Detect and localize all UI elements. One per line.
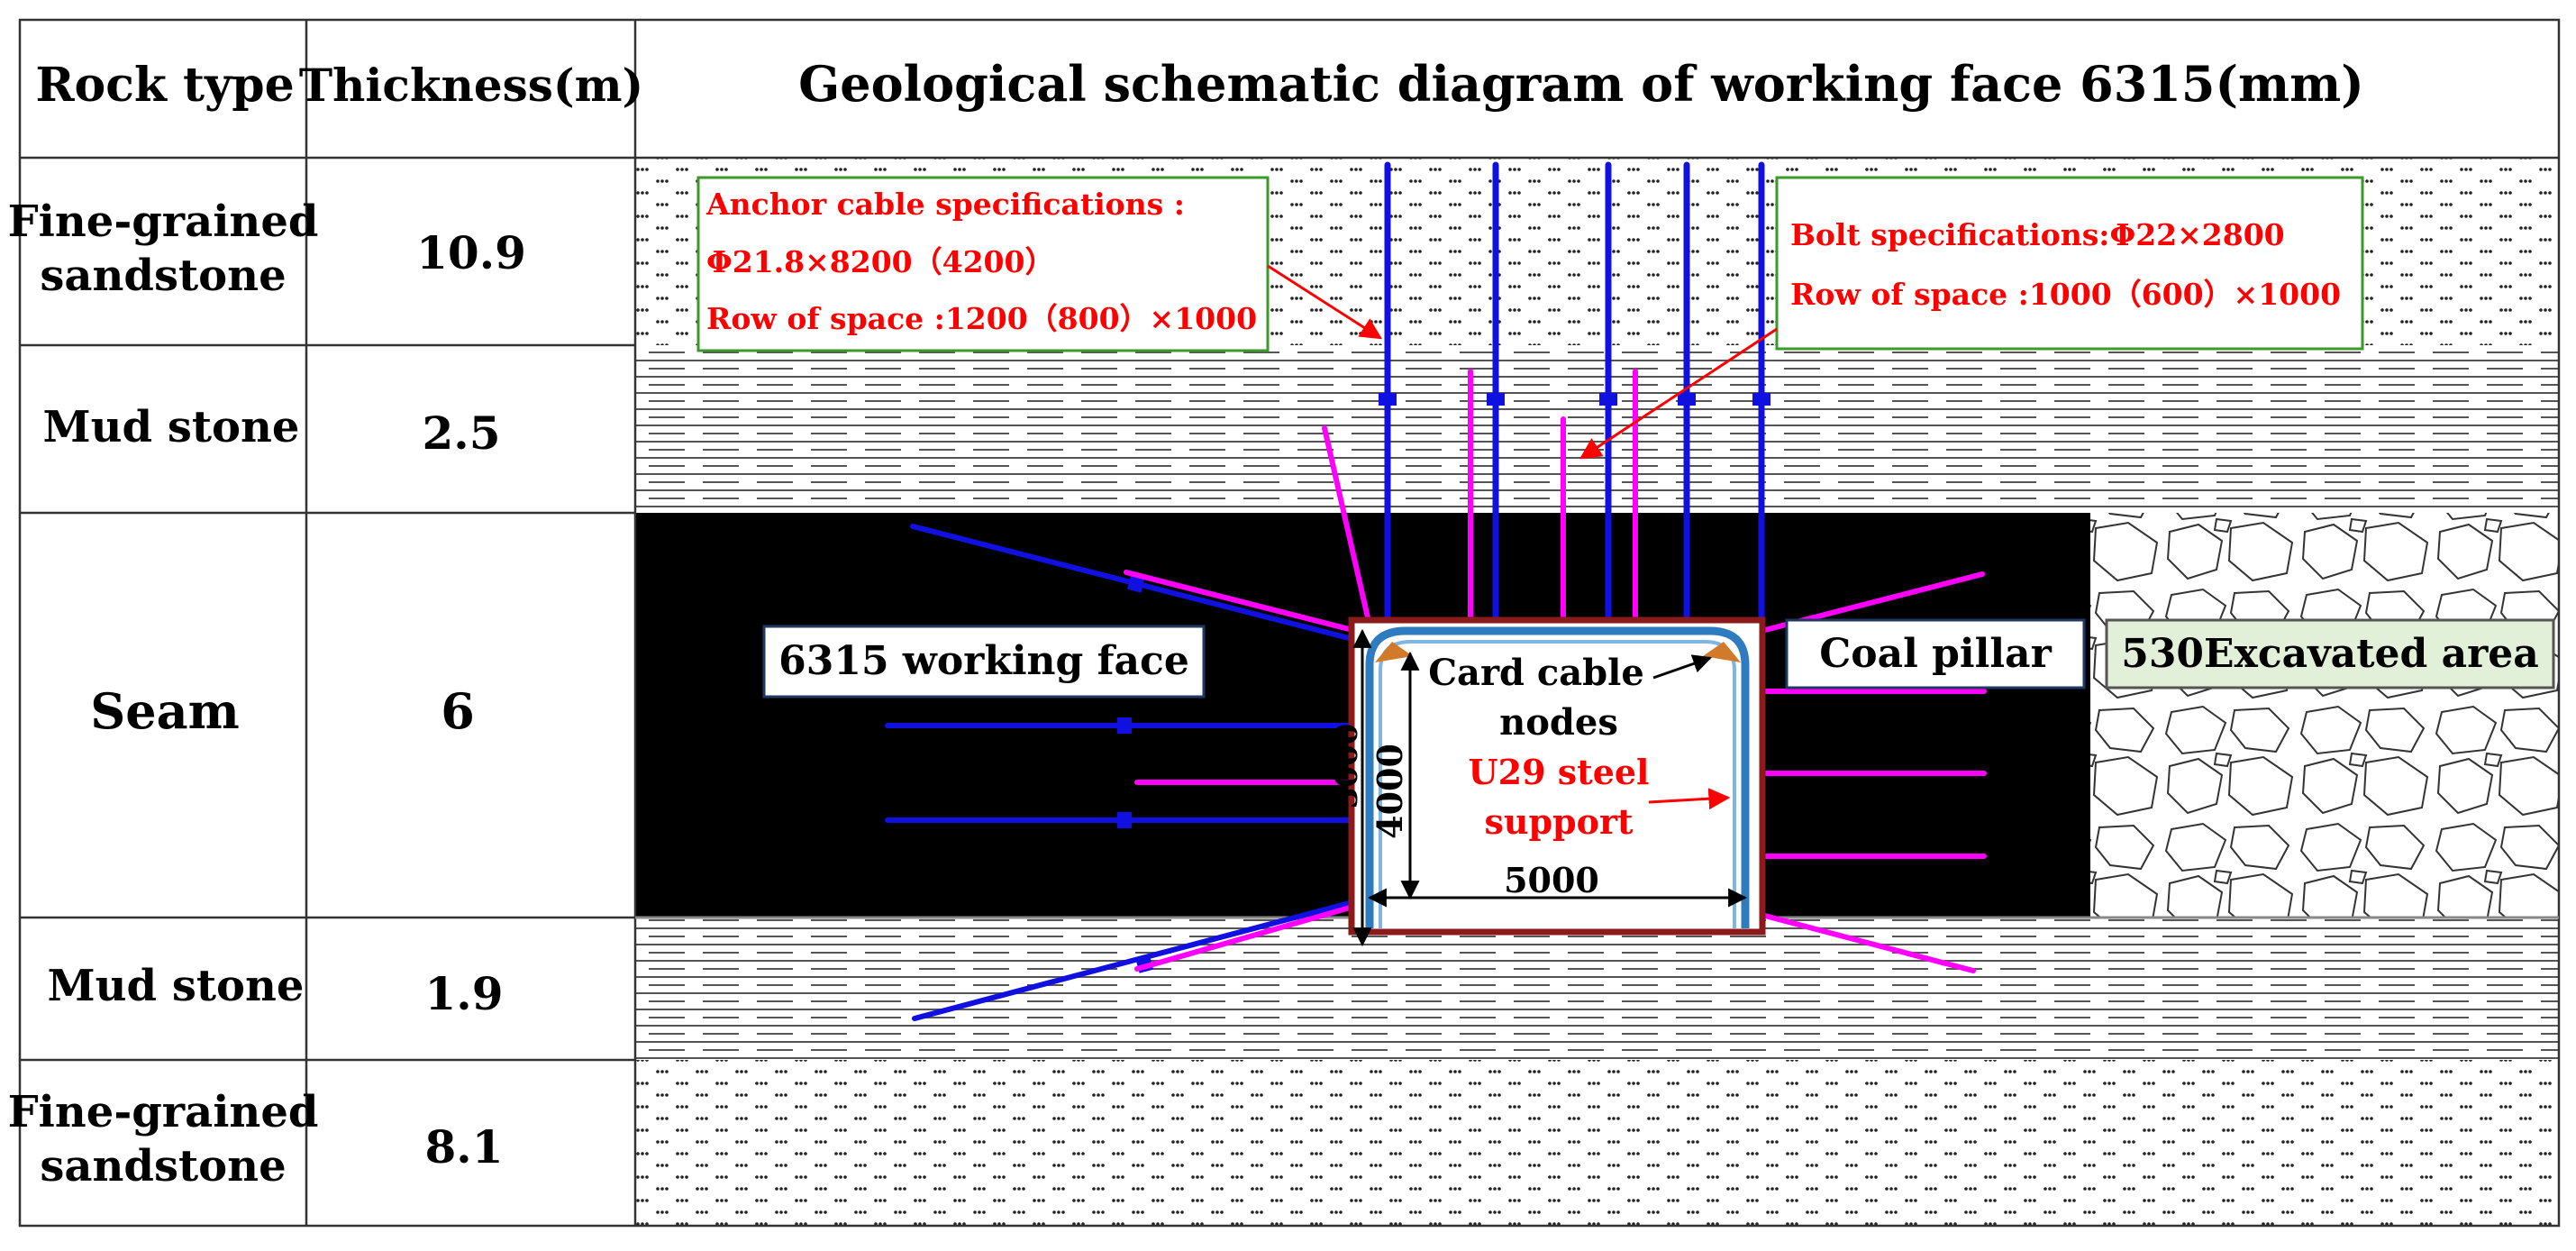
steel-support-label: support	[1484, 801, 1634, 842]
steel-support-label: U29 steel	[1469, 752, 1650, 792]
thickness-value: 6	[441, 682, 475, 740]
anchor-cable-row-space: Row of space :1200（800）×1000	[706, 301, 1257, 336]
working-face-label-box	[762, 625, 1206, 699]
coal-pillar-label: Coal pillar	[1819, 631, 2052, 677]
excavated-area-fill	[2090, 513, 2559, 918]
rock-type-label: Seam	[90, 682, 239, 740]
header-thickness: Thickness(m)	[299, 59, 643, 112]
thickness-value: 1.9	[425, 967, 504, 1020]
dimension-height-label: 4000	[1370, 744, 1410, 839]
rock-type-label: Mud stone	[48, 961, 305, 1011]
card-cable-node-right	[1703, 642, 1741, 662]
excavated-area-label-box	[2105, 618, 2555, 689]
rock-type-label: Fine-grained	[8, 196, 319, 247]
working-face-label: 6315 working face	[778, 638, 1189, 684]
layer-fine-sandstone-bottom	[635, 1060, 2559, 1226]
rock-type-label: Fine-grained	[8, 1087, 319, 1137]
bolt-row-space: Row of space :1000（600）×1000	[1790, 277, 2341, 312]
bolt-callout	[1775, 176, 2364, 351]
header-rock-type: Rock type	[35, 58, 294, 113]
anchor-cable-spec-value: Φ21.8×8200（4200）	[706, 244, 1054, 279]
rock-type-label: sandstone	[40, 251, 286, 301]
coal-pillar-label-box	[1785, 618, 2086, 689]
rock-type-label: sandstone	[40, 1141, 286, 1192]
anchor-cable-callout	[696, 176, 1270, 352]
thickness-value: 8.1	[425, 1120, 504, 1173]
card-cable-pointer	[1652, 654, 1712, 680]
left-rib-bolts	[1124, 570, 1359, 972]
card-cable-label: nodes	[1499, 701, 1618, 744]
dimension-width-label: 5000	[1504, 860, 1599, 900]
rock-type-label: Mud stone	[43, 402, 300, 452]
excavated-area-label: 530Excavated area	[2121, 631, 2539, 677]
thickness-value: 2.5	[423, 406, 501, 460]
anchor-cable-pointer	[1267, 264, 1383, 340]
bolt-spec-label: Bolt specifications:Φ22×2800	[1790, 217, 2285, 252]
thickness-value: 10.9	[416, 226, 526, 279]
anchor-cable-spec-label: Anchor cable specifications :	[705, 187, 1185, 222]
dimension-height-obscured-label: 3000	[1329, 724, 1365, 809]
layer-mudstone-upper	[635, 345, 2559, 513]
layer-mudstone-lower	[635, 918, 2559, 1060]
table-grid	[18, 18, 2561, 1228]
diagram-title: Geological schematic diagram of working …	[798, 55, 2364, 113]
card-cable-label: Card cable	[1428, 652, 1644, 694]
roof-bolts	[1322, 369, 1638, 628]
cable-lock-nodes	[1379, 393, 1770, 406]
bolt-pointer	[1579, 327, 1778, 460]
steel-support-pointer	[1648, 788, 1731, 810]
